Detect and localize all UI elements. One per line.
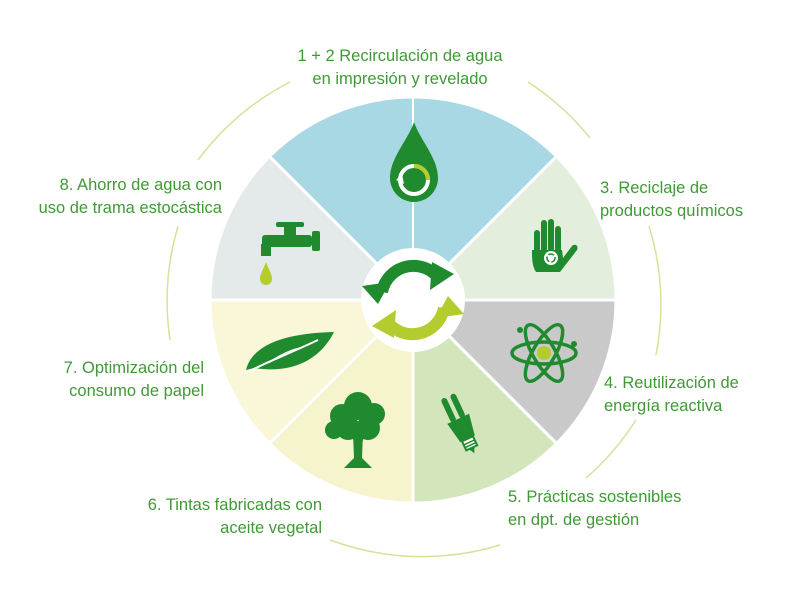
label-line: productos químicos — [600, 202, 744, 220]
outer-arc-top-right — [527, 81, 591, 139]
outer-arc-bottom — [329, 539, 501, 558]
outer-arc-top-left — [197, 81, 291, 161]
atom-icon — [510, 322, 578, 384]
wedge-reactive-energy — [409, 298, 618, 446]
tree-icon — [325, 392, 385, 468]
outer-arc-left — [166, 225, 179, 341]
outer-arc-right — [648, 225, 662, 356]
label-line: uso de trama estocástica — [38, 199, 222, 217]
label-line: aceite vegetal — [220, 519, 322, 537]
label-line: en dpt. de gestión — [508, 511, 640, 529]
label-paper-optimization: 7. Optimización del consumo de papel — [10, 357, 204, 403]
leaf-icon — [243, 332, 334, 375]
label-sustainable-practices: 5. Prácticas sostenibles en dpt. de gest… — [508, 486, 728, 532]
outer-arc-bottom-right — [585, 419, 637, 479]
recycle-hand-icon — [532, 219, 578, 272]
label-line: 3. Reciclaje de — [600, 179, 709, 197]
wedge-paper-optimization — [208, 298, 417, 446]
label-water-recirculation: 1 + 2 Recirculación de agua en impresión… — [200, 45, 600, 91]
label-line: energía reactiva — [604, 397, 723, 415]
label-line: 8. Ahorro de agua con — [59, 176, 222, 194]
outer-ring-arcs — [166, 81, 662, 558]
label-line: consumo de papel — [69, 382, 204, 400]
recycle-arrows-icon — [361, 248, 465, 352]
label-reactive-energy: 4. Reutilización de energía reactiva — [604, 372, 794, 418]
label-line: 7. Optimización del — [63, 359, 204, 377]
label-line: 6. Tintas fabricadas con — [147, 496, 322, 514]
light-bulb-icon — [441, 393, 479, 454]
water-drop-icon — [390, 122, 438, 202]
wedge-sustainable-practices — [411, 296, 559, 505]
wedge-vegetable-inks — [267, 296, 415, 505]
label-chemical-recycling: 3. Reciclaje de productos químicos — [600, 177, 790, 223]
label-line: 5. Prácticas sostenibles — [508, 488, 682, 506]
label-line: 4. Reutilización de — [604, 374, 739, 392]
segment-icons — [243, 122, 578, 468]
label-vegetable-inks: 6. Tintas fabricadas con aceite vegetal — [100, 494, 322, 540]
wedge-stochastic-screening — [208, 154, 417, 302]
water-tap-icon — [260, 222, 320, 285]
label-line: en impresión y revelado — [312, 70, 488, 88]
label-stochastic-screening: 8. Ahorro de agua con uso de trama estoc… — [10, 174, 222, 220]
label-line: 1 + 2 Recirculación de agua — [297, 47, 503, 65]
